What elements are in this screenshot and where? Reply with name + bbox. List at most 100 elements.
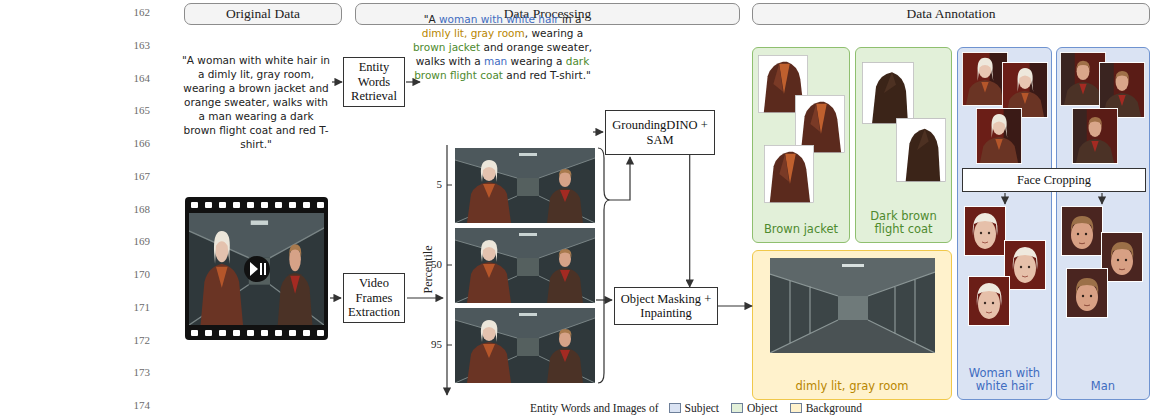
legend-item: Object <box>731 402 778 414</box>
subject-panel: Woman with white hair <box>957 47 1052 400</box>
entity-word: dimly lit, gray room <box>796 380 909 393</box>
video-filmstrip <box>191 202 198 208</box>
line-number: 174 <box>110 399 150 411</box>
line-number: 169 <box>110 235 150 247</box>
line-number: 165 <box>110 104 150 116</box>
video-filmstrip <box>244 256 270 282</box>
line-number: 164 <box>110 72 150 84</box>
video-filmstrip <box>275 330 282 336</box>
subject-panel: Man <box>1056 47 1150 400</box>
video-filmstrip <box>289 202 296 208</box>
flow-arrows <box>1004 193 1005 204</box>
entity-word: Man <box>1091 380 1115 393</box>
flow-arrows <box>332 81 342 82</box>
legend-swatch <box>731 403 743 413</box>
line-number: 166 <box>110 137 150 149</box>
annotation-images <box>758 55 808 113</box>
video-frames <box>455 148 595 223</box>
video-filmstrip <box>261 202 268 208</box>
annotated-quote: "A woman with white hair in a dimly lit,… <box>410 12 595 82</box>
video-filmstrip <box>317 202 324 208</box>
object-panel: Brown jacket <box>752 47 850 243</box>
tick-label: 50 <box>420 258 442 270</box>
flow-arrows <box>330 297 341 298</box>
video-filmstrip <box>303 202 310 208</box>
connector <box>718 305 752 306</box>
annotation-images <box>1004 240 1046 290</box>
node-label: Face Cropping <box>1017 173 1091 187</box>
tick-label: 5 <box>420 178 442 190</box>
annotation-images <box>764 145 814 203</box>
node-label: Data Annotation <box>907 6 996 22</box>
annotation-images <box>1002 62 1048 118</box>
video-filmstrip <box>219 202 226 208</box>
legend-item: Background <box>790 402 862 414</box>
legend: Entity Words and Images ofSubjectObjectB… <box>530 402 868 414</box>
flow-arrows <box>596 299 612 300</box>
video-filmstrip <box>205 330 212 336</box>
video-filmstrip <box>317 330 324 336</box>
background-panel: dimly lit, gray room <box>752 250 952 400</box>
percentile-axis <box>447 145 452 395</box>
video-filmstrip <box>185 197 328 340</box>
flow-arrows <box>598 148 610 383</box>
line-number: 171 <box>110 301 150 313</box>
process-box: Video Frames Extraction <box>343 273 405 323</box>
video-filmstrip <box>261 330 268 336</box>
annotation-images <box>1060 52 1106 106</box>
annotation-images <box>862 62 914 124</box>
percentile-axis <box>447 185 452 345</box>
entity-word: Brown jacket <box>764 223 838 236</box>
video-filmstrip <box>247 202 254 208</box>
legend-label: Background <box>806 402 862 414</box>
node-label: Entity Words Retrieval <box>348 60 400 103</box>
node-label: Original Data <box>226 6 300 22</box>
video-filmstrip <box>264 263 266 275</box>
entity-highlight: brown jacket <box>413 41 480 53</box>
legend-label: Subject <box>685 402 720 414</box>
process-box: Face Cropping <box>962 168 1146 192</box>
annotation-images <box>1072 108 1118 164</box>
annotation-images <box>758 52 1145 353</box>
tick-label: 95 <box>420 338 442 350</box>
video-filmstrip <box>191 202 324 336</box>
legend-label: Object <box>747 402 778 414</box>
line-number: 163 <box>110 39 150 51</box>
video-filmstrip <box>289 330 296 336</box>
flow-arrows <box>406 81 420 82</box>
line-number: 167 <box>110 170 150 182</box>
entity-word: Woman with white hair <box>962 367 1047 393</box>
entity-highlight: dimly lit, gray room <box>422 27 525 39</box>
video-filmstrip <box>275 202 282 208</box>
annotation-images <box>968 276 1010 326</box>
video-filmstrip <box>250 262 258 276</box>
section-header: Data Annotation <box>752 3 1150 25</box>
annotation-images <box>1061 206 1103 256</box>
annotation-images <box>795 95 845 153</box>
video-frames <box>455 308 595 383</box>
video-filmstrip <box>219 330 226 336</box>
video-filmstrip <box>185 197 328 340</box>
node-label: GroundingDINO + SAM <box>610 118 710 147</box>
video-filmstrip <box>189 213 324 325</box>
entity-highlight: man <box>484 55 507 67</box>
node-label: Object Masking + Inpainting <box>619 292 713 321</box>
flow-arrows <box>610 157 630 200</box>
section-header: Original Data <box>184 3 342 25</box>
line-number: 168 <box>110 203 150 215</box>
legend-swatch <box>669 403 681 413</box>
video-filmstrip <box>191 330 198 336</box>
annotation-images <box>770 258 935 353</box>
connector <box>689 155 690 287</box>
annotation-images <box>1099 62 1145 118</box>
flow-arrows <box>407 297 443 298</box>
video-filmstrip <box>247 330 254 336</box>
video-filmstrip <box>233 330 240 336</box>
video-filmstrip <box>233 202 240 208</box>
object-panel: Dark brown flight coat <box>855 47 952 243</box>
video-frames <box>455 228 595 303</box>
flow-arrows <box>593 131 603 132</box>
process-box: Entity Words Retrieval <box>343 57 405 107</box>
annotation-images <box>896 118 946 182</box>
